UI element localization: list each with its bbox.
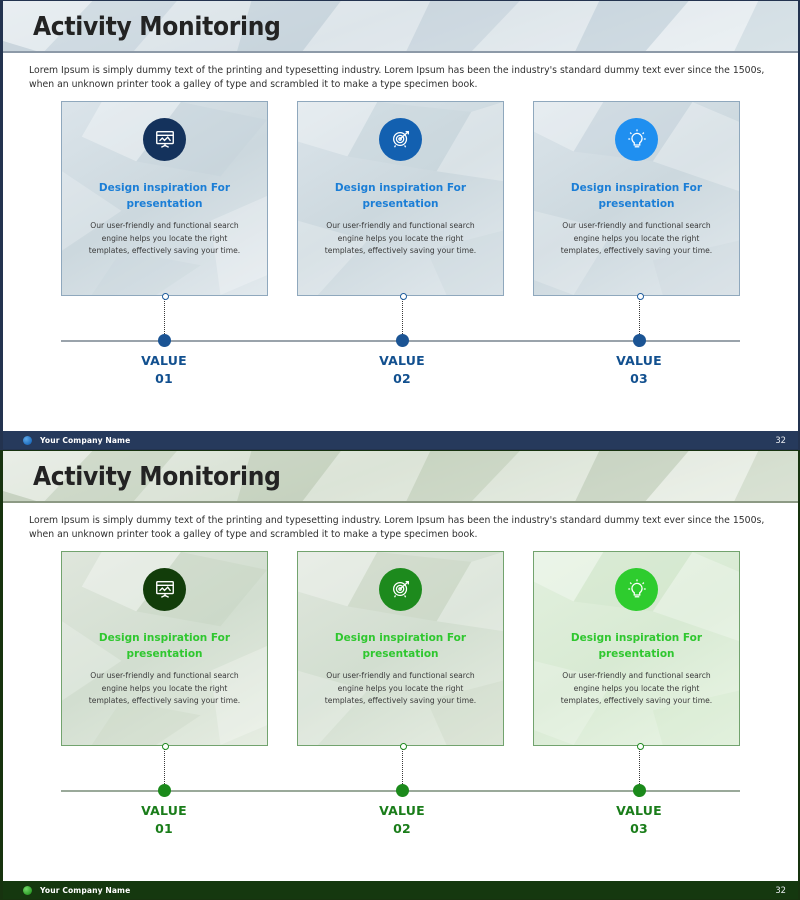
timeline-axis [61,784,740,798]
slide-header-band: Activity Monitoring [3,451,798,503]
timeline-stems [61,292,740,340]
company-name: Your Company Name [40,435,131,445]
value-label-text: VALUE [379,802,425,818]
stem-ring-icon [637,292,644,300]
target-arrow-icon [379,117,422,161]
value-label-02: VALUE 02 [347,352,457,388]
value-number-text: 02 [393,820,411,836]
presentation-board-icon [143,117,186,161]
value-label-text: VALUE [616,352,662,368]
value-label-text: VALUE [141,352,187,368]
value-number-text: 03 [630,820,648,836]
polygon-pattern-decoration [3,1,798,53]
stem-ring-icon [162,742,169,750]
target-arrow-icon [379,567,422,611]
value-label-03: VALUE 03 [584,802,694,838]
card-value-03[interactable]: Design inspiration For presentation Our … [533,100,740,296]
card-body-text: Our user-friendly and functional search … [88,221,241,256]
value-timeline: VALUE 01 VALUE 02 VALUE 03 [61,742,740,842]
slide-footer: Your Company Name 32 [3,881,798,899]
card-body-text: Our user-friendly and functional search … [324,221,477,256]
intro-paragraph: Lorem Ipsum is simply dummy text of the … [29,515,765,541]
timeline-node-03[interactable] [633,784,646,798]
value-number-text: 01 [155,370,173,386]
timeline-node-01[interactable] [158,334,171,348]
card-value-01[interactable]: Design inspiration For presentation Our … [61,550,268,746]
card-value-02[interactable]: Design inspiration For presentation Our … [297,100,504,296]
card-body-text: Our user-friendly and functional search … [324,671,477,706]
value-timeline: VALUE 01 VALUE 02 VALUE 03 [61,292,740,392]
value-number-text: 01 [155,820,173,836]
company-name: Your Company Name [40,885,131,895]
card-value-03[interactable]: Design inspiration For presentation Our … [533,550,740,746]
timeline-stem-01 [162,742,169,790]
polygon-pattern-decoration [62,551,267,745]
card-title: Design inspiration For presentation [98,631,231,660]
timeline-stem-01 [162,292,169,340]
value-label-02: VALUE 02 [347,802,457,838]
value-label-01: VALUE 01 [109,802,219,838]
timeline-node-02[interactable] [396,784,409,798]
card-title: Design inspiration For presentation [98,181,231,210]
timeline-stems [61,742,740,790]
card-row: Design inspiration For presentation Our … [3,93,798,296]
lightbulb-icon [615,567,658,611]
card-value-02[interactable]: Design inspiration For presentation Our … [297,550,504,746]
company-logo-icon [23,435,32,445]
header-divider-rule [3,51,798,53]
card-title: Design inspiration For presentation [334,181,467,210]
card-title: Design inspiration For presentation [570,631,703,660]
polygon-pattern-decoration [3,451,798,503]
value-label-text: VALUE [616,802,662,818]
company-logo-icon [23,885,32,895]
value-label-text: VALUE [141,802,187,818]
stem-ring-icon [400,742,407,750]
polygon-pattern-decoration [298,101,503,295]
intro-paragraph: Lorem Ipsum is simply dummy text of the … [29,65,765,91]
value-number-text: 02 [393,370,411,386]
timeline-node-02[interactable] [396,334,409,348]
card-body-text: Our user-friendly and functional search … [88,671,241,706]
timeline-axis [61,334,740,348]
value-number-text: 03 [630,370,648,386]
slide-footer: Your Company Name 32 [3,431,798,449]
card-title: Design inspiration For presentation [334,631,467,660]
stem-ring-icon [162,292,169,300]
timeline-node-03[interactable] [633,334,646,348]
timeline-stem-02 [400,292,407,340]
polygon-pattern-decoration [534,551,739,745]
card-title: Design inspiration For presentation [570,181,703,210]
value-label-text: VALUE [379,352,425,368]
timeline-stem-03 [637,292,644,340]
card-value-01[interactable]: Design inspiration For presentation Our … [61,100,268,296]
presentation-board-icon [143,567,186,611]
card-row: Design inspiration For presentation Our … [3,543,798,746]
slide-activity-monitoring-blue: Activity Monitoring Lorem Ipsum is simpl… [0,0,800,450]
stem-ring-icon [637,742,644,750]
slide-header-band: Activity Monitoring [3,1,798,53]
value-label-03: VALUE 03 [584,352,694,388]
value-label-01: VALUE 01 [109,352,219,388]
lightbulb-icon [615,117,658,161]
header-divider-rule [3,501,798,503]
card-body-text: Our user-friendly and functional search … [560,221,713,256]
page-number: 32 [775,885,786,895]
stem-ring-icon [400,292,407,300]
timeline-stem-03 [637,742,644,790]
timeline-node-01[interactable] [158,784,171,798]
timeline-stem-02 [400,742,407,790]
slide-activity-monitoring-green: Activity Monitoring Lorem Ipsum is simpl… [0,450,800,900]
card-body-text: Our user-friendly and functional search … [560,671,713,706]
page-title: Activity Monitoring [33,12,281,42]
page-title: Activity Monitoring [33,462,281,492]
page-number: 32 [775,435,786,445]
